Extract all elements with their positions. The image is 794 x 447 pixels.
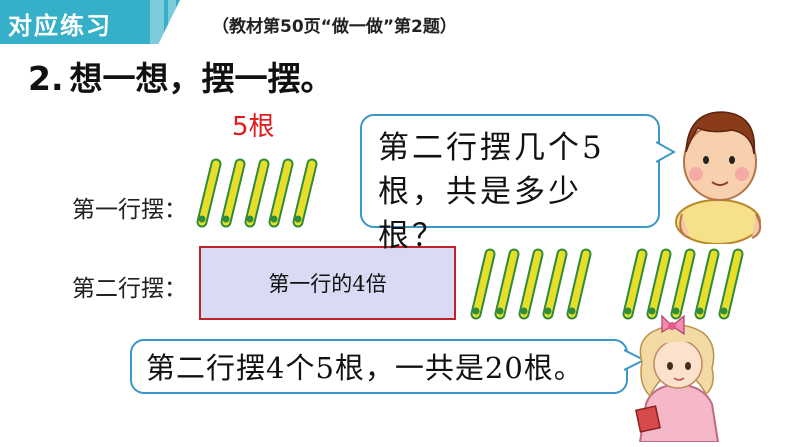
stick-fill: [496, 250, 518, 318]
row2-answer-box: 第一行的4倍: [199, 246, 456, 320]
stick-end: [198, 215, 206, 223]
stick-end: [270, 215, 278, 223]
stick-fill: [246, 160, 268, 226]
answer-bubble-text: 第二行摆4个5根，一共是20根。: [146, 351, 584, 385]
stick-fill: [544, 250, 566, 318]
stick-end: [624, 307, 632, 315]
stick-fill: [270, 160, 292, 226]
girl-character-image: [635, 314, 720, 442]
stick-end: [648, 307, 656, 315]
stick-end: [520, 307, 528, 315]
stick-fill: [648, 250, 670, 318]
stick-end: [246, 215, 254, 223]
stick-fill: [294, 160, 316, 226]
question-speech-bubble: 第二行摆几个5根，共是多少根？: [360, 114, 660, 254]
question-text: 想一想，摆一摆。: [69, 59, 334, 98]
stick-fill: [520, 250, 542, 318]
stick-end: [696, 307, 704, 315]
row2-answer-text: 第一行的4倍: [268, 272, 387, 296]
five-sticks-label: 5根: [232, 112, 275, 142]
stick-end: [496, 307, 504, 315]
row1-sticks: [196, 158, 326, 228]
stick-fill: [624, 250, 646, 318]
stick-fill: [672, 250, 694, 318]
boy-character-image: [675, 111, 762, 244]
stick-fill: [720, 250, 742, 318]
stick-fill: [568, 250, 590, 318]
stick-fill: [696, 250, 718, 318]
answer-speech-bubble: 第二行摆4个5根，一共是20根。: [130, 339, 628, 394]
stick-fill: [222, 160, 244, 226]
question-bubble-text: 第二行摆几个5根，共是多少根？: [378, 130, 605, 254]
stick-end: [222, 215, 230, 223]
stick-fill: [198, 160, 220, 226]
row2-label: 第二行摆：: [72, 276, 187, 302]
question-number: 2.: [28, 59, 64, 98]
stick-end: [472, 307, 480, 315]
stick-fill: [472, 250, 494, 318]
stick-end: [720, 307, 728, 315]
header-title: 对应练习: [8, 12, 112, 40]
question-bubble-tail: [656, 141, 676, 163]
stick-end: [672, 307, 680, 315]
stick-end: [294, 215, 302, 223]
stick-end: [544, 307, 552, 315]
stick-end: [568, 307, 576, 315]
row1-label: 第一行摆：: [72, 197, 187, 223]
header-source: （教材第50页“做一做”第2题）: [212, 17, 457, 37]
question-title: 2.想一想，摆一摆。: [28, 52, 334, 100]
row2-sticks-group-1: [470, 248, 600, 320]
header-banner: [0, 0, 180, 44]
row2-sticks-group-2: [622, 248, 752, 320]
